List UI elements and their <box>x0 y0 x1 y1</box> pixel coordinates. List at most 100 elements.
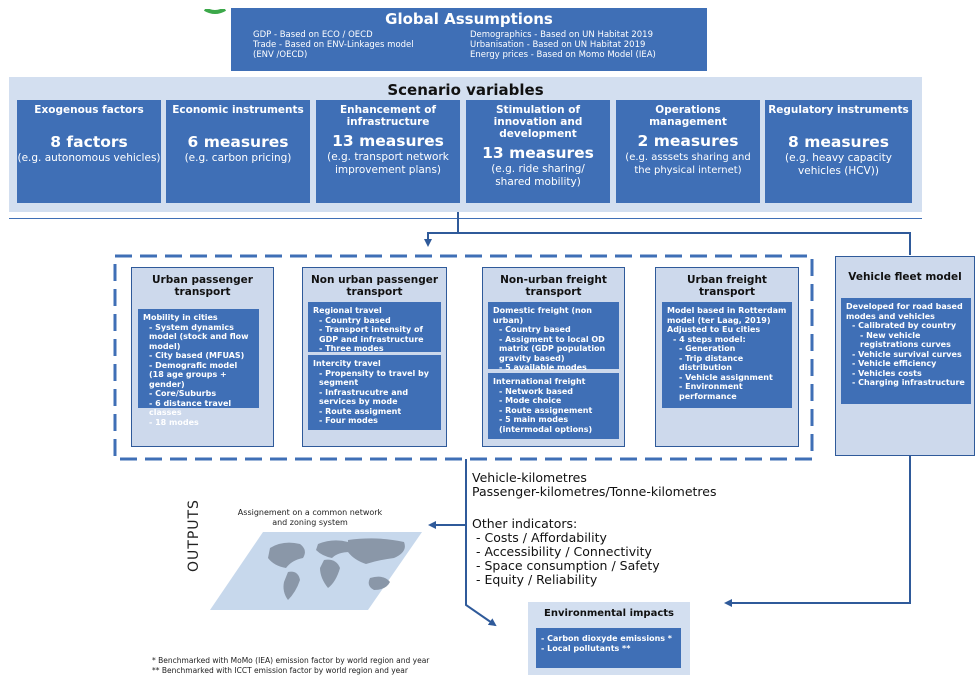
detail-heading: Regional travel <box>313 306 382 315</box>
scenario-col-count: 8 measures <box>788 133 889 151</box>
environment-detail-box: - Carbon dioxyde emissions * - Local pol… <box>536 628 681 668</box>
scenario-col-count: 8 factors <box>50 133 128 151</box>
global-right-line: Urbanisation - Based on UN Habitat 2019 <box>470 40 646 50</box>
detail-item: - Vehicle assignment <box>679 372 773 382</box>
detail-item: - 5 main modes (intermodal options) <box>499 415 593 434</box>
detail-item: - City based (MFUAS) <box>149 351 245 360</box>
detail-item: - Trip distance distribution <box>679 353 744 373</box>
model-non-urban-freight: Non-urban freight transport Domestic fre… <box>482 267 625 447</box>
scenario-col-title: Regulatory instruments <box>768 104 909 116</box>
env-item: - Carbon dioxyde emissions * <box>541 634 672 643</box>
scenario-col-economic: Economic instruments 6 measures (e.g. ca… <box>166 100 310 203</box>
scenario-col-regulatory: Regulatory instruments 8 measures (e.g. … <box>765 100 912 203</box>
model-title: Urban freight transport <box>687 274 767 298</box>
scenario-col-infrastructure: Enhancement of infrastructure 13 measure… <box>316 100 460 203</box>
scenario-col-example: (e.g. transport network improvement plan… <box>327 151 449 176</box>
detail-item: - 6 distance travel classes <box>149 398 232 418</box>
scenario-col-example: (e.g. asssets sharing and the physical i… <box>625 152 751 176</box>
detail-item: - Vehicles costs <box>852 368 922 378</box>
model-detail-box: Regional travel - Country based - Transp… <box>308 302 441 353</box>
global-right-list: Demographics - Based on UN Habitat 2019 … <box>470 30 656 60</box>
indicator-item: - Accessibility / Connectivity <box>476 544 652 559</box>
scenario-col-count: 6 measures <box>187 133 289 151</box>
detail-heading: Mobility in cities <box>143 313 218 322</box>
detail-item: - Network based <box>499 386 574 396</box>
scenario-variables-title: Scenario variables <box>387 81 544 99</box>
detail-heading: Developed for road based modes and vehic… <box>846 302 963 321</box>
detail-item: - Generation <box>679 344 736 353</box>
model-detail-box: Model based in Rotterdam model (ter Laag… <box>662 302 792 408</box>
scenario-col-title: Exogenous factors <box>34 104 144 116</box>
global-right-line: Energy prices - Based on Momo Model (IEA… <box>470 50 656 60</box>
detail-item: - Core/Suburbs <box>149 389 217 398</box>
output-line: Vehicle-kilometres <box>472 470 587 485</box>
detail-item: - Four modes <box>319 416 378 425</box>
map-caption: Assignement on a common network and zoni… <box>235 508 385 528</box>
model-title: Non-urban freight transport <box>500 274 607 298</box>
line-fleet-to-env <box>724 455 911 607</box>
scenario-col-example: (e.g. carbon pricing) <box>184 152 292 164</box>
detail-item: - Route assigment <box>319 406 402 416</box>
scenario-col-title: Enhancement of infrastructure <box>339 104 437 128</box>
model-detail-box: Mobility in cities - System dynamics mod… <box>138 309 259 427</box>
detail-item: - Charging infrastructure <box>852 378 965 387</box>
detail-item: - 18 modes <box>149 417 199 427</box>
detail-item: - Vehicle survival curves <box>852 349 962 359</box>
indicator-item: - Equity / Reliability <box>476 572 598 587</box>
scenario-col-example: (e.g. heavy capacity vehicles (HCV)) <box>785 152 892 177</box>
scenario-col-title: Stimulation of innovation and developmen… <box>493 104 583 140</box>
env-item: - Local pollutants ** <box>541 643 631 653</box>
detail-heading: Domestic freight (non urban) <box>493 306 592 325</box>
line-models-to-outputs <box>465 459 497 627</box>
detail-item: - Country based <box>319 315 391 325</box>
scenario-col-example: (e.g. ride sharing/ shared mobility) <box>491 163 585 188</box>
detail-item: - 4 steps model: <box>673 334 746 344</box>
footnote: ** Benchmarked with ICCT emission factor… <box>152 665 408 675</box>
scenario-col-operations: Operations management 2 measures (e.g. a… <box>616 100 760 203</box>
detail-item: - New vehicle registrations curves <box>860 330 951 350</box>
model-non-urban-passenger: Non urban passenger transport Regional t… <box>302 267 447 447</box>
global-left-line: (ENV /OECD) <box>253 50 308 60</box>
line-scenario-to-fleet <box>458 232 911 255</box>
arrow-scenario-to-models <box>424 212 459 247</box>
model-detail-box: Intercity travel - Propensity to travel … <box>308 355 441 430</box>
detail-item: - Mode choice <box>499 396 562 405</box>
detail-item: - 5 available modes <box>499 363 587 372</box>
detail-heading: Intercity travel <box>313 359 381 368</box>
scenario-col-innovation: Stimulation of innovation and developmen… <box>466 100 610 203</box>
model-urban-passenger: Urban passenger transport Mobility in ci… <box>131 267 274 447</box>
global-assumptions-title: Global Assumptions <box>385 10 553 28</box>
model-title: Vehicle fleet model <box>848 271 962 283</box>
model-detail-box: International freight - Network based - … <box>488 373 619 439</box>
global-left-list: GDP - Based on ECO / OECD Trade - Based … <box>253 30 414 60</box>
detail-item: - Environment performance <box>679 382 743 401</box>
footnote: * Benchmarked with MoMo (IEA) emission f… <box>152 656 430 665</box>
model-title: Non urban passenger transport <box>310 274 439 298</box>
model-urban-freight: Urban freight transport Model based in R… <box>655 267 799 447</box>
indicator-item: - Costs / Affordability <box>476 530 607 545</box>
primary-outputs: Vehicle-kilometres Passenger-kilometres/… <box>472 471 717 499</box>
detail-item: - Transport intensity of GDP and infrast… <box>319 325 424 344</box>
outputs-label: OUTPUTS <box>186 499 202 572</box>
detail-item: - Country based <box>499 325 571 334</box>
detail-item: - Route assignement <box>499 405 593 415</box>
other-indicators-heading: Other indicators: <box>472 516 578 531</box>
output-line: Passenger-kilometres/Tonne-kilometres <box>472 484 717 499</box>
scenario-separator <box>9 218 922 219</box>
scenario-col-count: 13 measures <box>332 132 444 150</box>
detail-item: - Calibrated by country <box>852 321 957 330</box>
detail-item: - Three modes <box>319 344 384 353</box>
global-assumptions-box: Global Assumptions GDP - Based on ECO / … <box>231 8 707 71</box>
detail-item: - System dynamics model (stock and flow … <box>149 322 249 351</box>
environmental-impacts-panel: Environmental impacts - Carbon dioxyde e… <box>528 602 690 675</box>
model-vehicle-fleet: Vehicle fleet model Developed for road b… <box>835 256 975 456</box>
model-title: Urban passenger transport <box>152 274 253 298</box>
scenario-col-exogenous: Exogenous factors 8 factors (e.g. autono… <box>17 100 161 203</box>
world-map-icon <box>210 532 422 610</box>
scenario-col-title: Operations management <box>649 104 727 128</box>
environmental-impacts-title: Environmental impacts <box>544 608 674 619</box>
detail-heading: Model based in Rotterdam model (ter Laag… <box>667 306 787 325</box>
global-left-line: GDP - Based on ECO / OECD <box>253 30 373 40</box>
detail-heading: International freight <box>493 377 586 386</box>
detail-item: - Demografic model (18 age groups + gend… <box>149 360 238 389</box>
